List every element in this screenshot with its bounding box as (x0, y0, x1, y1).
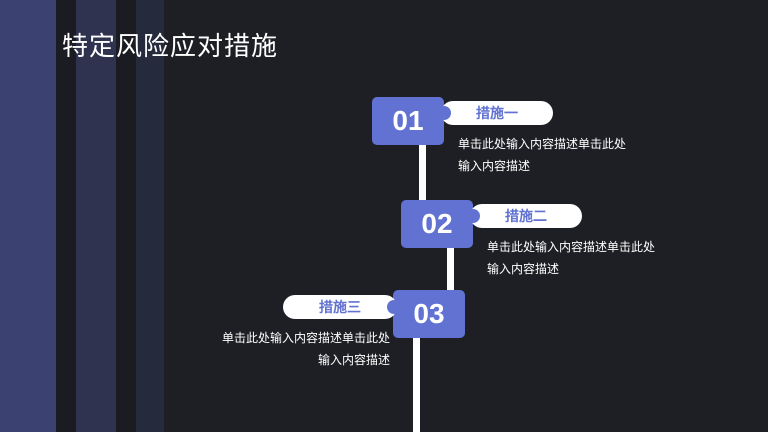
decor-stripe (136, 0, 164, 432)
decor-stripe (0, 0, 56, 432)
step-label-pill: 措施二 (466, 204, 582, 228)
decor-stripe (56, 0, 76, 432)
step-label: 措施一 (476, 106, 518, 122)
step-label-pill: 措施一 (437, 101, 553, 125)
dot-icon (437, 106, 451, 120)
dot-icon (387, 300, 401, 314)
timeline-line (413, 336, 420, 432)
step-number-badge: 01 (372, 97, 444, 145)
page-title: 特定风险应对措施 (62, 32, 279, 62)
decor-stripe (116, 0, 136, 432)
timeline-line (447, 246, 454, 292)
timeline-line (419, 142, 426, 202)
step-label: 措施二 (505, 209, 547, 225)
step-number-badge: 02 (401, 200, 473, 248)
step-description: 单击此处输入内容描述单击此处 输入内容描述 (458, 137, 627, 173)
step-label: 措施三 (319, 300, 361, 316)
dot-icon (466, 209, 480, 223)
step-label-pill: 措施三 (283, 295, 401, 319)
step-description: 单击此处输入内容描述单击此处 输入内容描述 (487, 240, 656, 276)
step-number-badge: 03 (393, 290, 465, 338)
decor-stripe (76, 0, 116, 432)
step-description: 单击此处输入内容描述单击此处 输入内容描述 (221, 331, 390, 367)
